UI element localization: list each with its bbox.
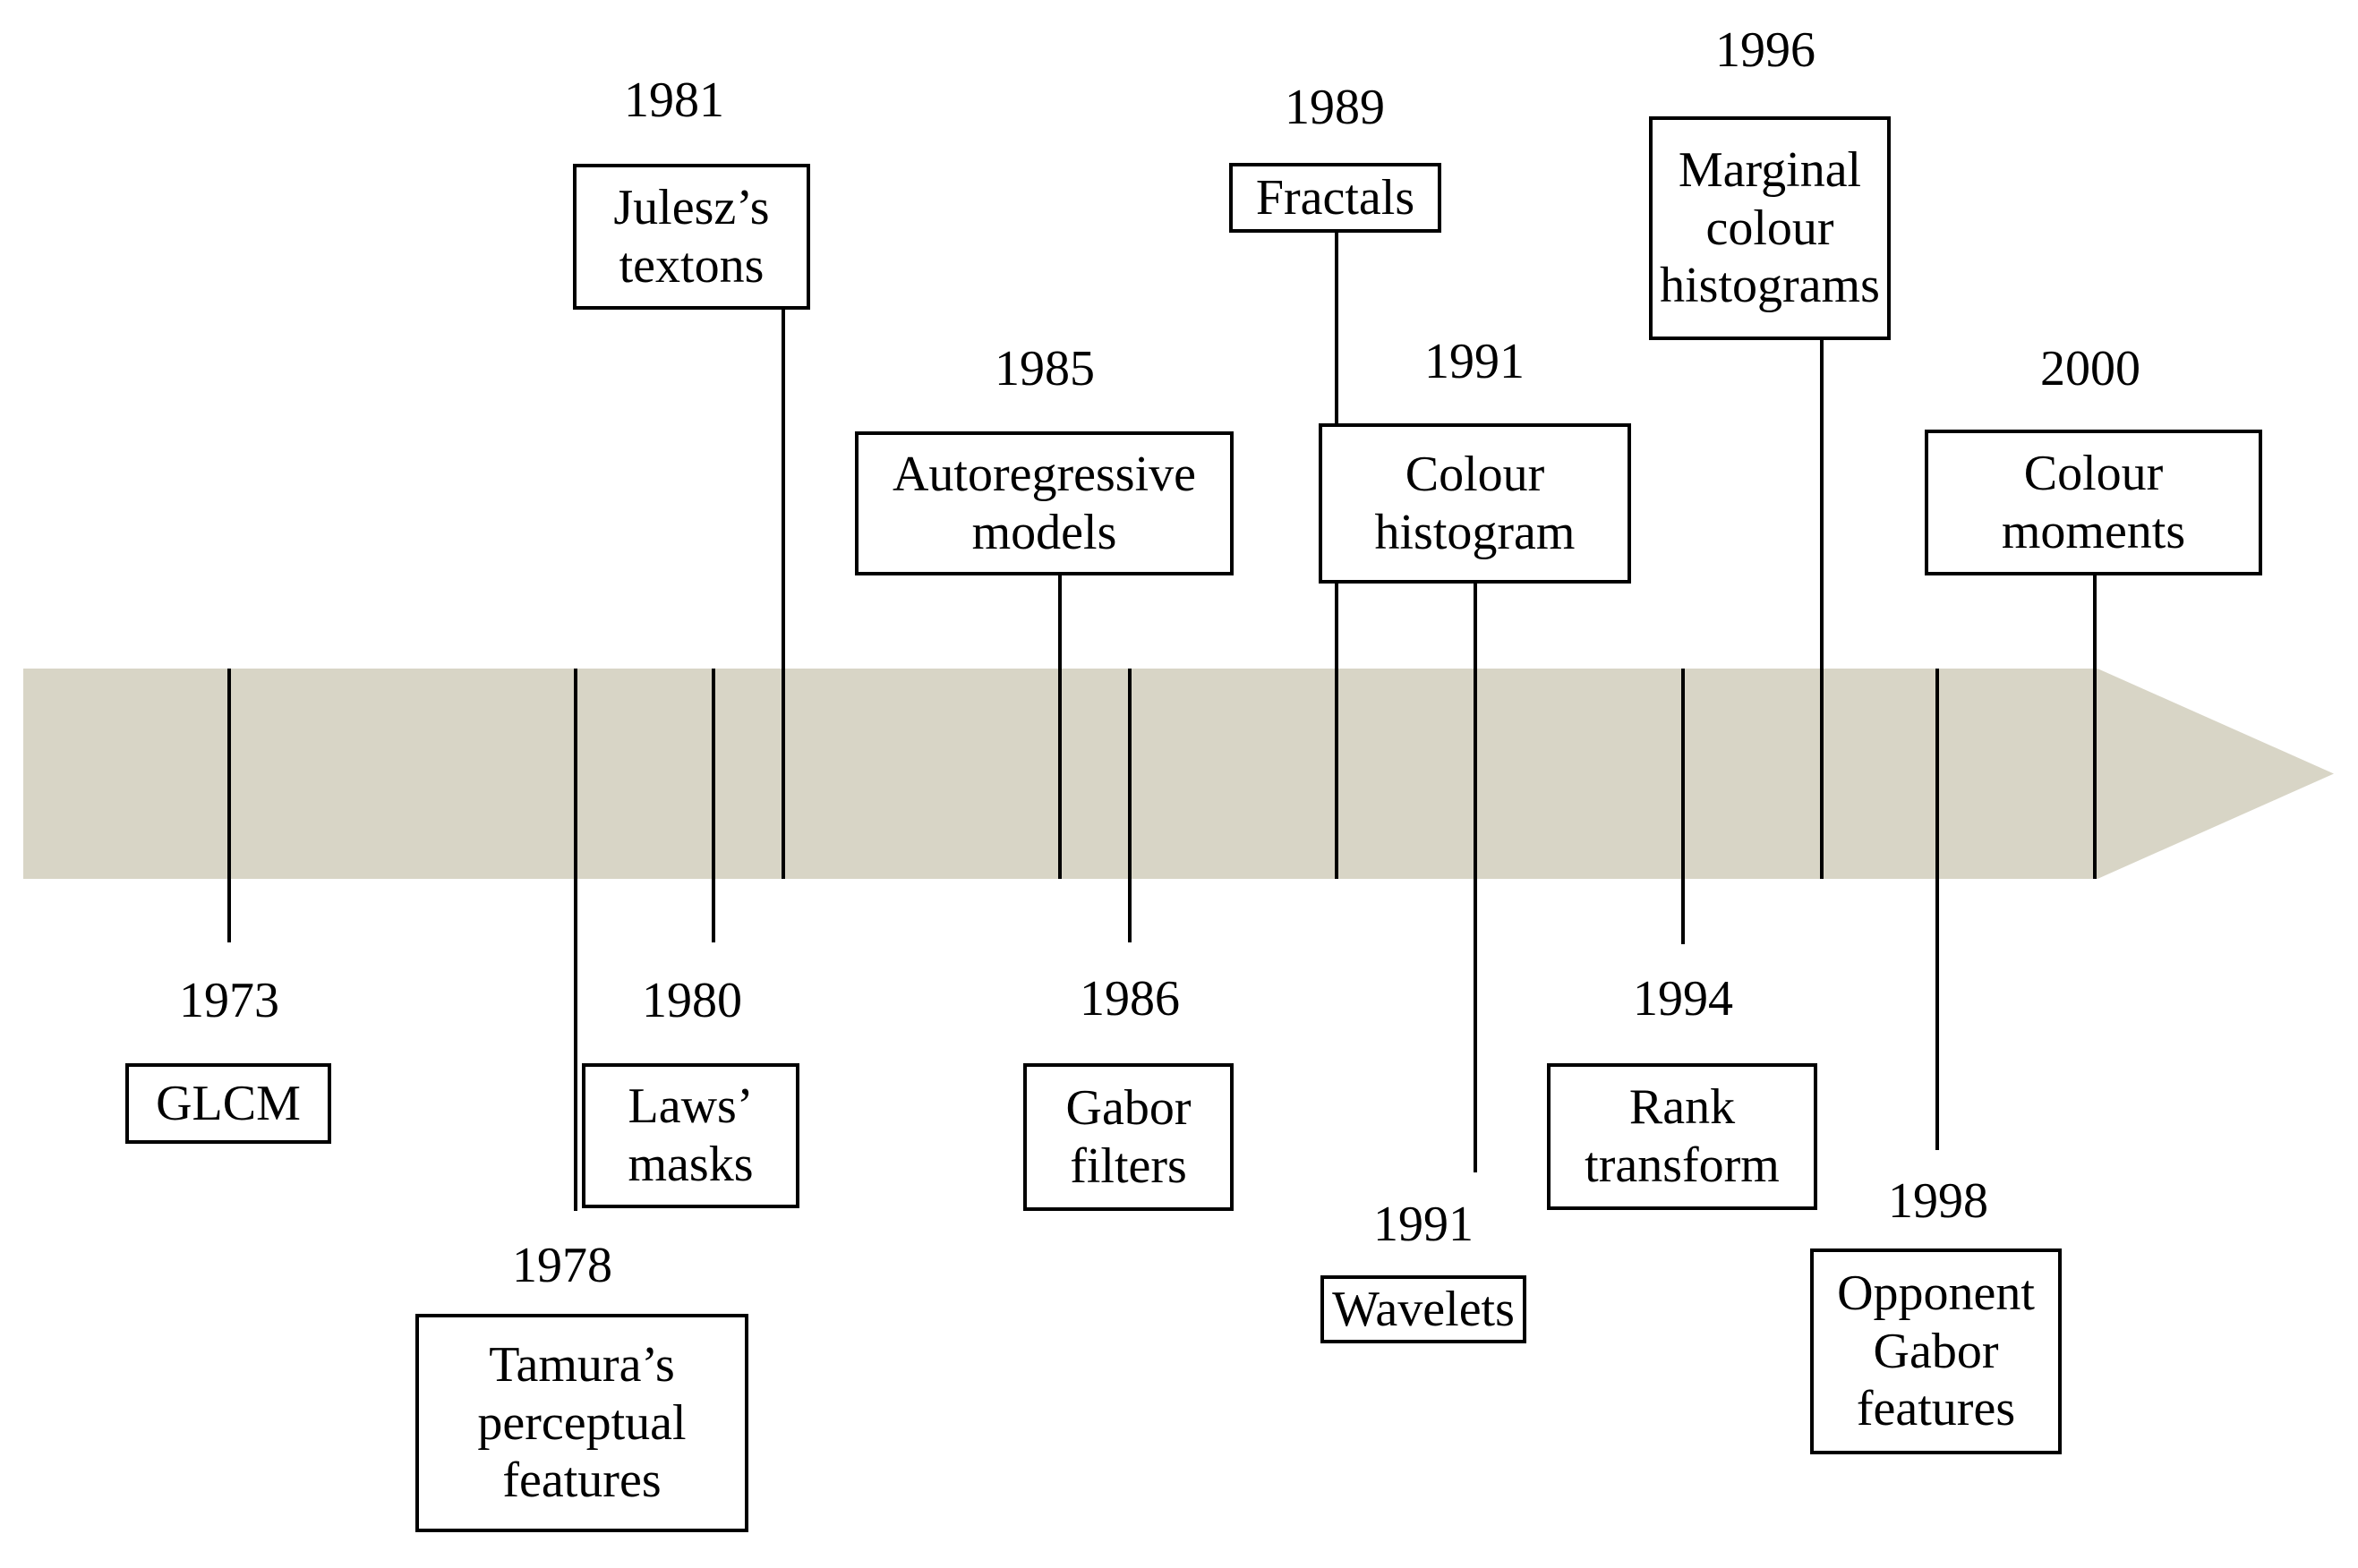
year-label-1989: 1989 [1285,80,1385,135]
tick-1994-rank [1681,669,1685,944]
event-box-wavelets: Wavelets [1320,1275,1526,1343]
year-label-1991-below: 1991 [1373,1197,1474,1252]
tick-1991-colour-histogram-wavelets [1474,584,1477,1172]
year-label-1973: 1973 [179,973,279,1028]
tick-1996-marginal [1820,340,1824,879]
event-label-tamura: Tamura’s perceptual features [477,1336,687,1509]
event-label-julesz: Julesz’s textons [613,179,770,294]
event-label-gabor: Gabor filters [1065,1079,1192,1194]
timeline-arrow-head-icon [2097,669,2334,879]
event-box-colour-moments: Colour moments [1925,430,2262,575]
year-label-1998: 1998 [1888,1173,1988,1229]
year-label-1981: 1981 [624,72,724,128]
year-label-1980: 1980 [642,973,742,1028]
event-box-glcm: GLCM [125,1063,331,1144]
year-label-1991-above: 1991 [1424,334,1525,389]
tick-1978-tamura [574,669,577,1211]
tick-1980-laws [712,669,715,942]
year-label-1978: 1978 [512,1238,612,1293]
tick-1981-julesz [782,309,785,879]
event-label-colour-histogram: Colour histogram [1374,446,1576,560]
event-label-marginal: Marginal colour histograms [1660,141,1880,314]
year-label-1996: 1996 [1715,22,1815,78]
tick-1998-opponent [1935,669,1939,1150]
tick-1986-gabor [1128,669,1132,942]
event-box-julesz-textons: Julesz’s textons [573,164,810,310]
year-label-1986: 1986 [1080,971,1180,1027]
year-label-2000: 2000 [2040,341,2140,396]
event-box-marginal-colour-histograms: Marginal colour histograms [1649,116,1891,340]
event-box-laws-masks: Laws’ masks [582,1063,799,1208]
tick-2000-colour-moments [2093,575,2097,879]
event-label-colour-moments: Colour moments [2001,445,2186,559]
event-label-laws: Laws’ masks [628,1078,754,1192]
event-label-rank: Rank transform [1585,1079,1780,1193]
event-label-wavelets: Wavelets [1332,1281,1515,1337]
event-label-opponent: Opponent Gabor features [1837,1265,2035,1437]
tick-1985-autoregressive [1058,575,1062,879]
event-box-opponent-gabor-features: Opponent Gabor features [1810,1248,2062,1454]
event-label-autoregressive: Autoregressive models [892,446,1196,560]
year-label-1985: 1985 [995,341,1095,396]
event-box-colour-histogram: Colour histogram [1319,423,1631,584]
event-box-tamura-perceptual-features: Tamura’s perceptual features [415,1314,748,1532]
event-box-fractals: Fractals [1229,163,1441,233]
event-label-glcm: GLCM [156,1075,301,1131]
year-label-1994: 1994 [1633,971,1733,1027]
event-box-gabor-filters: Gabor filters [1023,1063,1234,1211]
event-box-rank-transform: Rank transform [1547,1063,1817,1210]
tick-1973-glcm [227,669,231,942]
event-box-autoregressive-models: Autoregressive models [855,431,1234,575]
event-label-fractals: Fractals [1255,169,1415,226]
